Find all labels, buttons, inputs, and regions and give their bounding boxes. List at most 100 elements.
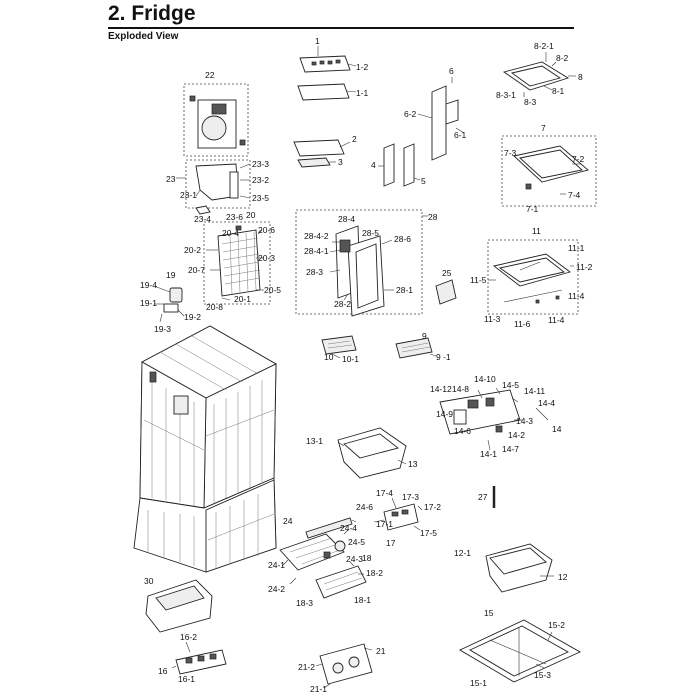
label-14-8: 14-8 (452, 384, 469, 394)
part-28-group (295, 209, 428, 317)
label-11-6: 11-6 (514, 319, 531, 329)
part-30-group (145, 579, 213, 633)
label-20-6: 20-6 (258, 225, 275, 235)
part-22-group (183, 83, 249, 157)
label-24-3: 24-3 (346, 554, 363, 564)
part-6-group (417, 77, 465, 161)
label-8-3: 8-3 (524, 97, 537, 107)
part-20-group (203, 221, 271, 305)
label-27: 27 (478, 492, 488, 502)
part-labels: 1 1-2 1-1 2 3 4 5 6 6-2 6-1 8-2-1 8-2 8 … (140, 36, 593, 694)
title-rule (108, 27, 574, 29)
part-15-group (459, 619, 581, 683)
label-11-1: 11-1 (568, 243, 585, 253)
label-20-7: 20-7 (188, 265, 205, 275)
label-7-4: 7-4 (568, 190, 581, 200)
part-13-group (337, 427, 407, 479)
label-22: 22 (205, 70, 215, 80)
label-11-5: 11-5 (470, 275, 487, 285)
label-9-1: 9 -1 (436, 352, 451, 362)
label-23-4: 23-4 (194, 214, 211, 224)
label-7-3: 7-3 (504, 148, 517, 158)
part-17-group (373, 497, 423, 531)
page-subtitle: Exploded View (108, 31, 179, 42)
label-28-4: 28-4 (338, 214, 355, 224)
label-18-3: 18-3 (296, 598, 313, 608)
label-14-2: 14-2 (508, 430, 525, 440)
label-9: 9 (422, 331, 427, 341)
label-14-7: 14-7 (502, 444, 519, 454)
label-15-1: 15-1 (470, 678, 487, 688)
label-13: 13 (408, 459, 418, 469)
label-4: 4 (371, 160, 376, 170)
part-5-shape (403, 143, 415, 187)
label-24-6: 24-6 (356, 502, 373, 512)
part-23-group (176, 159, 251, 215)
part-4-shape (383, 143, 395, 187)
label-19-3: 19-3 (154, 324, 171, 334)
label-8-2-1: 8-2-1 (534, 41, 554, 51)
part-14-group (439, 387, 549, 451)
label-25: 25 (442, 268, 452, 278)
part-16-group (171, 641, 227, 675)
label-12-1: 12-1 (454, 548, 471, 558)
part-21-group (315, 643, 373, 689)
label-14-11: 14-11 (524, 386, 545, 396)
label-11-3: 11-3 (484, 314, 501, 324)
label-15: 15 (484, 608, 494, 618)
label-20-2: 20-2 (184, 245, 201, 255)
label-16-2: 16-2 (180, 632, 197, 642)
label-1-2: 1-2 (356, 62, 369, 72)
label-23-6: 23-6 (226, 212, 243, 222)
label-19-1: 19-1 (140, 298, 157, 308)
label-1-1: 1-1 (356, 88, 369, 98)
label-14-10: 14-10 (474, 374, 496, 384)
label-8-2: 8-2 (556, 53, 569, 63)
label-8-3-1: 8-3-1 (496, 90, 516, 100)
label-20-1: 20-1 (234, 294, 251, 304)
label-23-2: 23-2 (252, 175, 269, 185)
part-11-group (487, 239, 579, 315)
label-6: 6 (449, 66, 454, 76)
part-24-group (279, 517, 357, 585)
label-14-6: 14-6 (454, 426, 471, 436)
label-11-2: 11-2 (576, 262, 593, 272)
label-30: 30 (144, 576, 154, 586)
label-20: 20 (246, 210, 256, 220)
label-28: 28 (428, 212, 438, 222)
label-2: 2 (352, 134, 357, 144)
label-18-1: 18-1 (354, 595, 371, 605)
label-20-8: 20-8 (206, 302, 223, 312)
label-17: 17 (386, 538, 396, 548)
label-20-4: 20-4 (222, 228, 239, 238)
label-11-4-right: 11-4 (568, 291, 585, 301)
label-15-3: 15-3 (534, 670, 551, 680)
label-19-4: 19-4 (140, 280, 157, 290)
label-21-2: 21-2 (298, 662, 315, 672)
label-23: 23 (166, 174, 176, 184)
label-7-1: 7-1 (526, 204, 539, 214)
label-12: 12 (558, 572, 568, 582)
fridge-cabinet (133, 325, 277, 573)
label-17-4: 17-4 (376, 488, 393, 498)
label-17-5: 17-5 (420, 528, 437, 538)
label-6-1: 6-1 (454, 130, 467, 140)
label-17-1: 17-1 (376, 519, 393, 529)
part-2-shape (293, 139, 345, 157)
label-28-4-2: 28-4-2 (304, 231, 329, 241)
label-24: 24 (283, 516, 293, 526)
label-14-12: 14-12 (430, 384, 452, 394)
label-14-1: 14-1 (480, 449, 497, 459)
part-25-shape (435, 279, 457, 305)
label-24-4: 24-4 (340, 523, 357, 533)
part-3-shape (297, 157, 331, 168)
part-8-group (502, 52, 576, 97)
label-5: 5 (421, 176, 426, 186)
label-11: 11 (532, 226, 541, 236)
label-17-2: 17-2 (424, 502, 441, 512)
label-28-1: 28-1 (396, 285, 413, 295)
label-28-3: 28-3 (306, 267, 323, 277)
part-7-group (501, 135, 597, 207)
label-10-1: 10-1 (342, 354, 359, 364)
label-14-4: 14-4 (538, 398, 555, 408)
